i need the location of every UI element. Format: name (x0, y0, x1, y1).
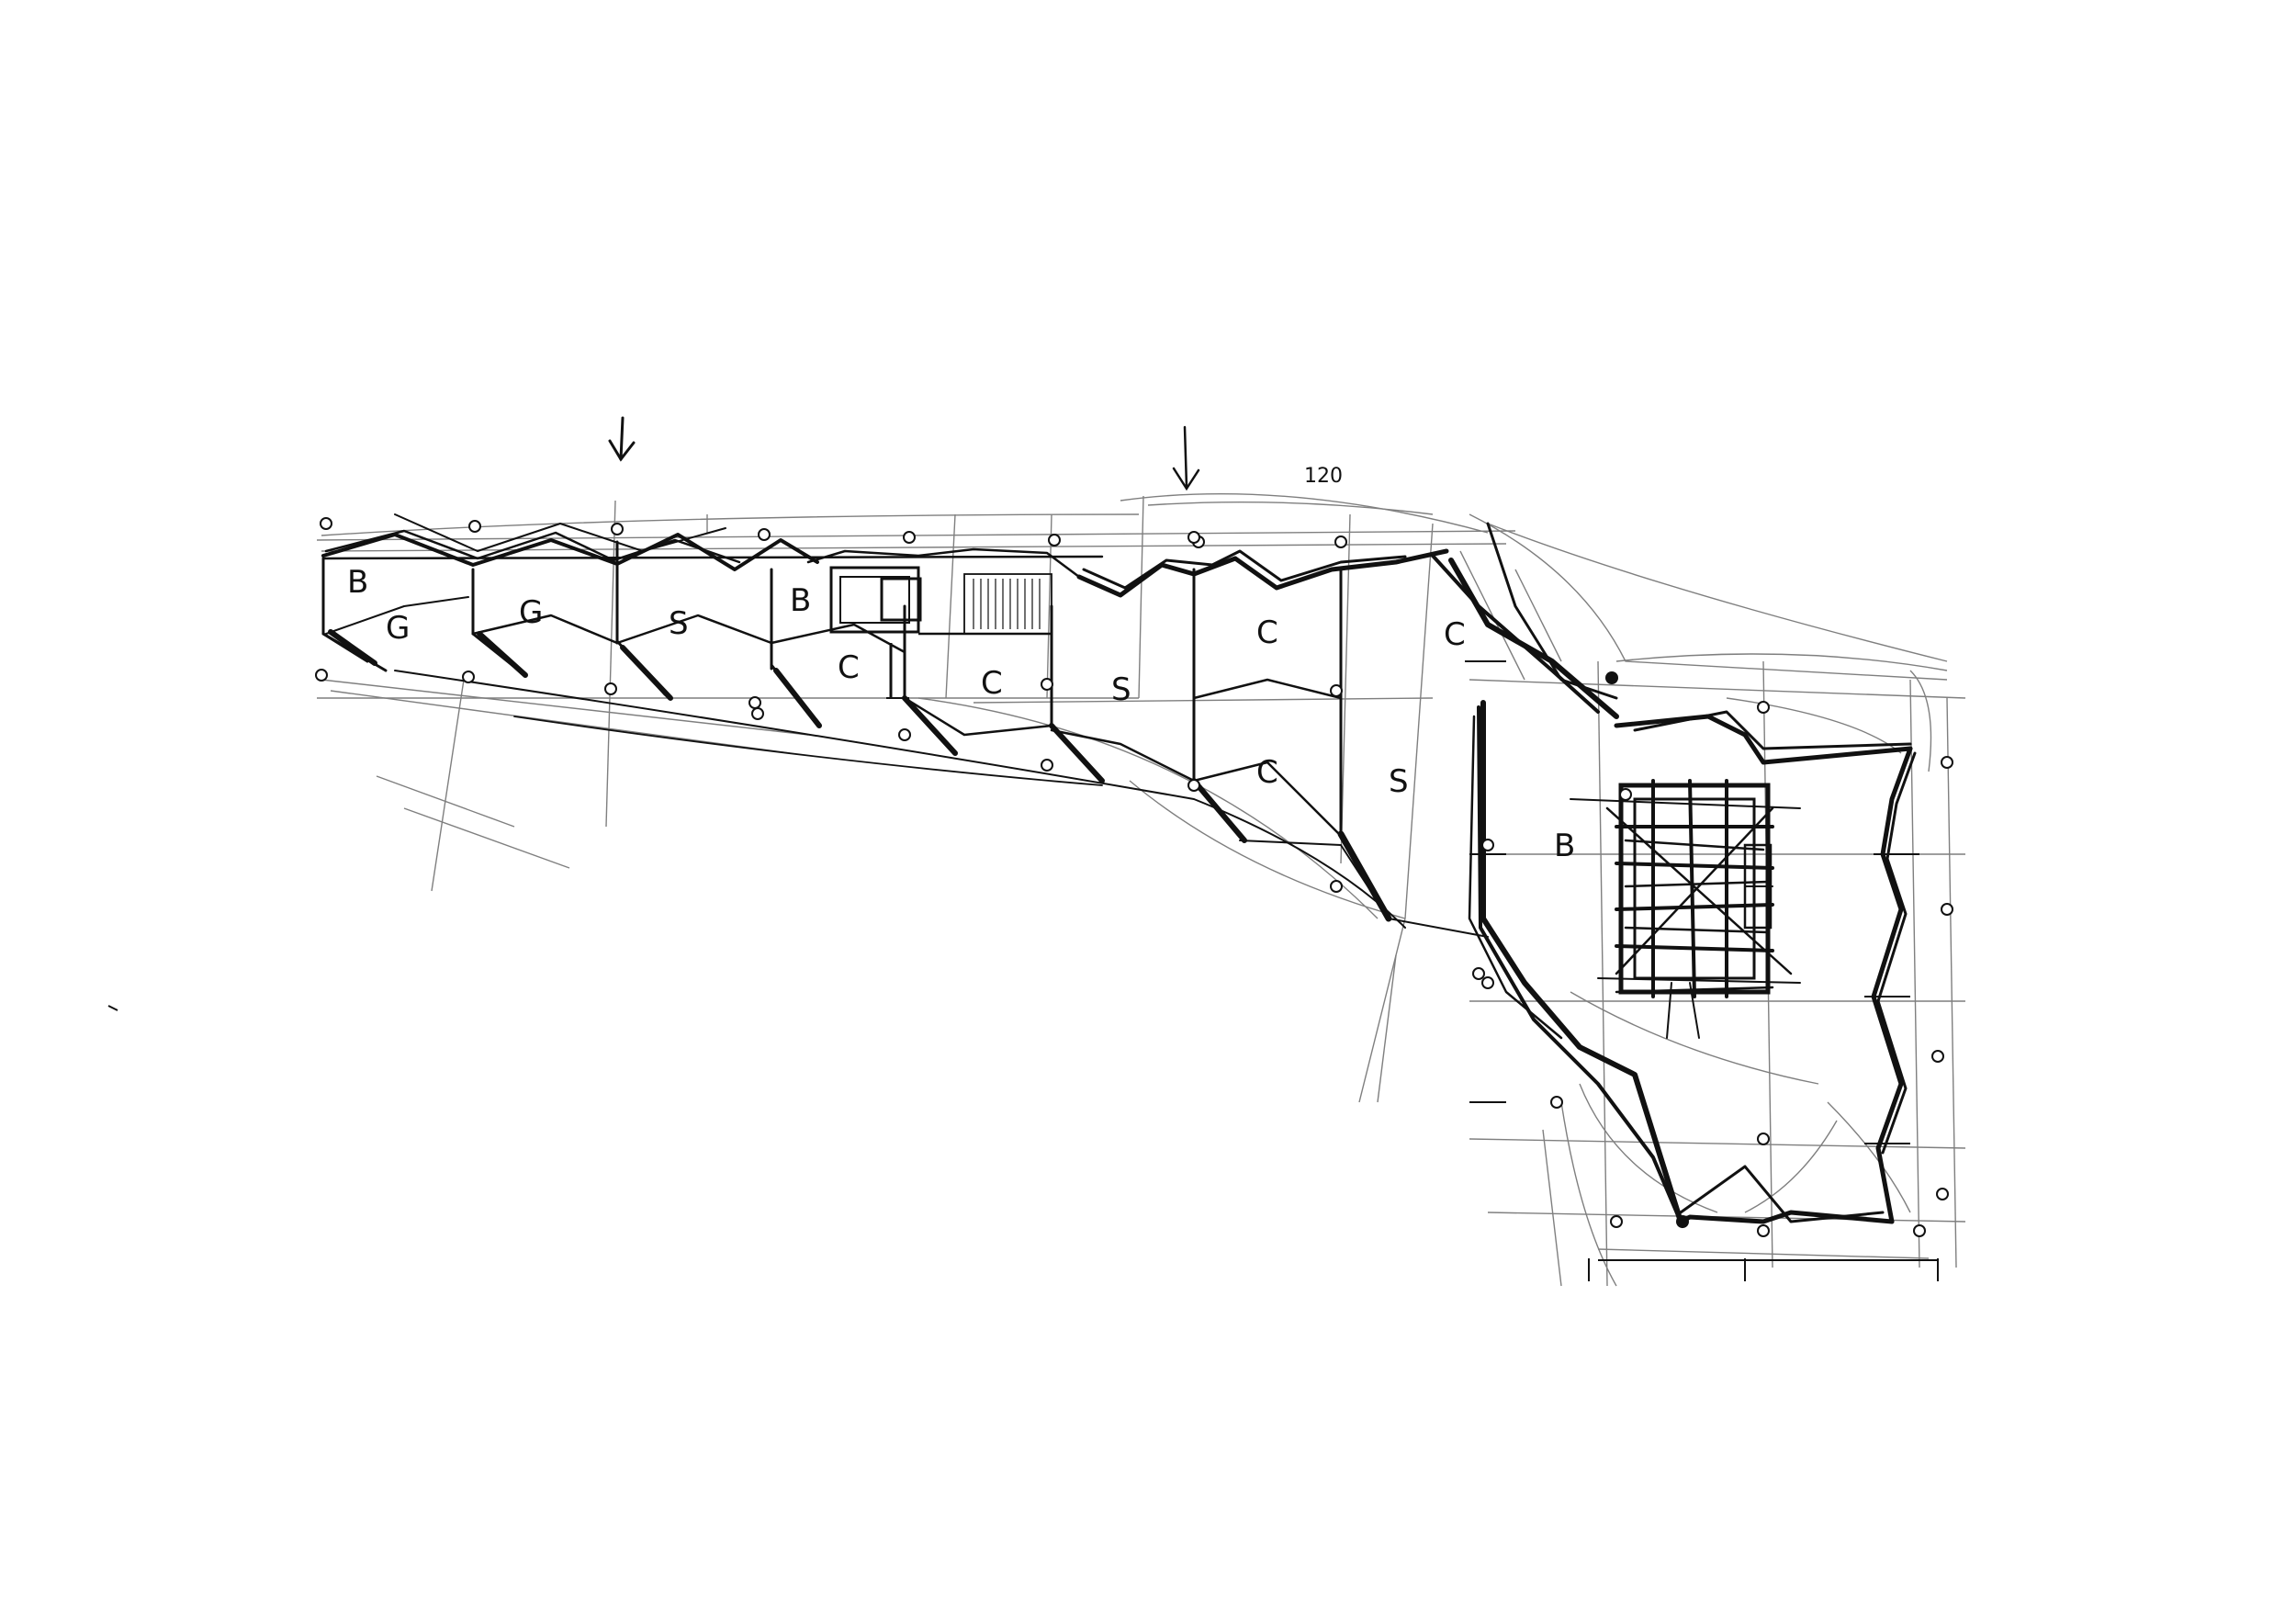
right-wing-outline (1431, 522, 1917, 1228)
dimension-note: 120 (1304, 465, 1343, 488)
room-label: B (347, 564, 368, 601)
room-label: S (669, 605, 689, 642)
room-label: C (838, 649, 860, 686)
room-label: G (386, 610, 410, 647)
stray-mark (107, 1005, 118, 1011)
construction-lines (316, 492, 1966, 1287)
room-label: C (1256, 614, 1278, 651)
room-label: S (1389, 763, 1409, 800)
room-label: G (519, 594, 543, 631)
stair-hatch-icon (973, 579, 1041, 629)
down-arrow-icon (608, 416, 1200, 491)
room-label: C (981, 665, 1003, 702)
entry-arrow-west (608, 416, 636, 462)
room-labels: B G G S B C C S C C S C B (347, 564, 1575, 864)
scribbled-core (1570, 779, 1801, 1039)
stair-core (829, 566, 1052, 699)
room-label: C (1444, 616, 1466, 653)
entry-arrow-center (1172, 425, 1200, 491)
grid-ticks (1465, 660, 1939, 1281)
room-label: B (790, 582, 811, 619)
column-marker-icon (315, 517, 1953, 1237)
room-label: S (1111, 671, 1131, 708)
room-label: C (1256, 754, 1278, 791)
room-label: B (1554, 828, 1575, 864)
